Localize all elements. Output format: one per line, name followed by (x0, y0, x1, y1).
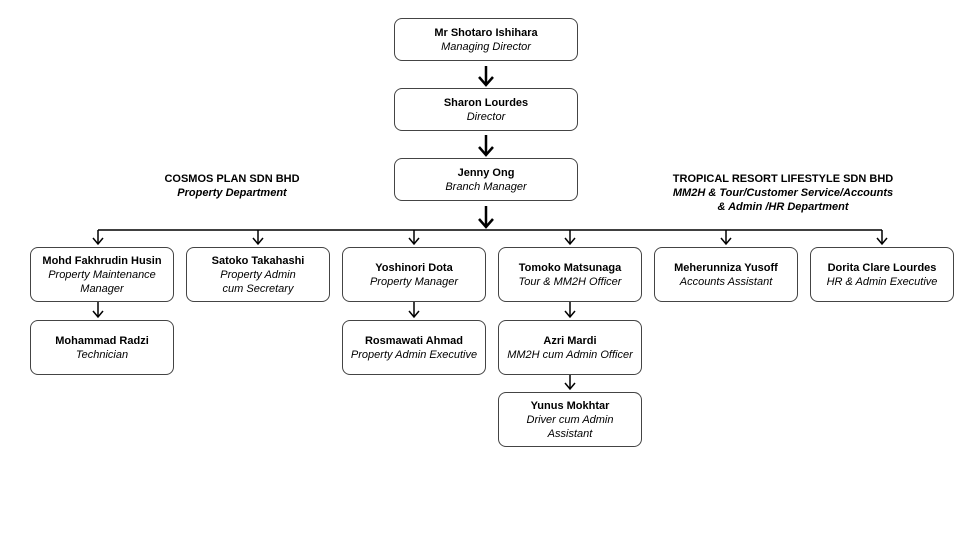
company-name: TROPICAL RESORT LIFESTYLE SDN BHD (672, 173, 894, 185)
node-role: MM2H cum Admin Officer (507, 348, 633, 361)
node-name: Azri Mardi (543, 334, 597, 347)
node-role: HR & Admin Executive (826, 275, 938, 288)
node-managing-director: Mr Shotaro Ishihara Managing Director (394, 18, 578, 61)
sub-arrows (92, 302, 576, 391)
node-role: Accounts Assistant (679, 275, 773, 288)
node-name: Meherunniza Yusoff (674, 261, 778, 274)
node-role: Property Manager (369, 275, 459, 288)
node-role: Tour & MM2H Officer (518, 275, 622, 288)
node-rosmawati: Rosmawati Ahmad Property Admin Executive (342, 320, 486, 375)
department-name-line1: MM2H & Tour/Customer Service/Accounts (672, 187, 894, 199)
company-label-cosmos: COSMOS PLAN SDN BHD Property Department (142, 172, 322, 200)
node-yunus: Yunus Mokhtar Driver cum Admin Assistant (498, 392, 642, 447)
drop-arrows (92, 230, 888, 246)
node-role-line1: Property Admin (220, 268, 296, 281)
node-role: Director (466, 110, 506, 123)
company-label-tropical: TROPICAL RESORT LIFESTYLE SDN BHD MM2H &… (652, 172, 914, 214)
node-mohammad-radzi: Mohammad Radzi Technician (30, 320, 174, 375)
node-name: Tomoko Matsunaga (518, 261, 622, 274)
node-name: Yoshinori Dota (375, 261, 453, 274)
node-dorita: Dorita Clare Lourdes HR & Admin Executiv… (810, 247, 954, 302)
node-role: Technician (75, 348, 129, 361)
department-name-line2: & Admin /HR Department (717, 201, 849, 213)
node-name: Mr Shotaro Ishihara (434, 26, 538, 39)
node-role-line2: Manager (80, 282, 124, 295)
node-role: Driver cum Admin Assistant (526, 413, 614, 440)
node-role: Branch Manager (445, 180, 527, 193)
company-name: COSMOS PLAN SDN BHD (164, 173, 300, 185)
node-name: Satoko Takahashi (211, 254, 305, 267)
node-name: Rosmawati Ahmad (364, 334, 463, 347)
node-yoshinori: Yoshinori Dota Property Manager (342, 247, 486, 302)
node-satoko: Satoko Takahashi Property Admin cum Secr… (186, 247, 330, 302)
arrow-branch-to-bus (478, 206, 494, 229)
node-name: Jenny Ong (457, 166, 515, 179)
node-role: Property Admin Executive (350, 348, 478, 361)
node-tomoko: Tomoko Matsunaga Tour & MM2H Officer (498, 247, 642, 302)
node-meherunniza: Meherunniza Yusoff Accounts Assistant (654, 247, 798, 302)
node-name: Mohd Fakhrudin Husin (42, 254, 162, 267)
node-director: Sharon Lourdes Director (394, 88, 578, 131)
node-role-line2: cum Secretary (222, 282, 294, 295)
node-role: Managing Director (441, 40, 531, 53)
node-name: Sharon Lourdes (443, 96, 529, 109)
node-role-line1: Property Maintenance (48, 268, 156, 281)
node-name: Dorita Clare Lourdes (827, 261, 937, 274)
arrow-director-to-branch (478, 135, 494, 157)
node-azri: Azri Mardi MM2H cum Admin Officer (498, 320, 642, 375)
node-mohd-fakhrudin: Mohd Fakhrudin Husin Property Maintenanc… (30, 247, 174, 302)
node-branch-manager: Jenny Ong Branch Manager (394, 158, 578, 201)
department-name: Property Department (177, 187, 287, 199)
node-name: Yunus Mokhtar (530, 399, 610, 412)
arrow-md-to-director (478, 66, 494, 87)
node-name: Mohammad Radzi (55, 334, 149, 347)
